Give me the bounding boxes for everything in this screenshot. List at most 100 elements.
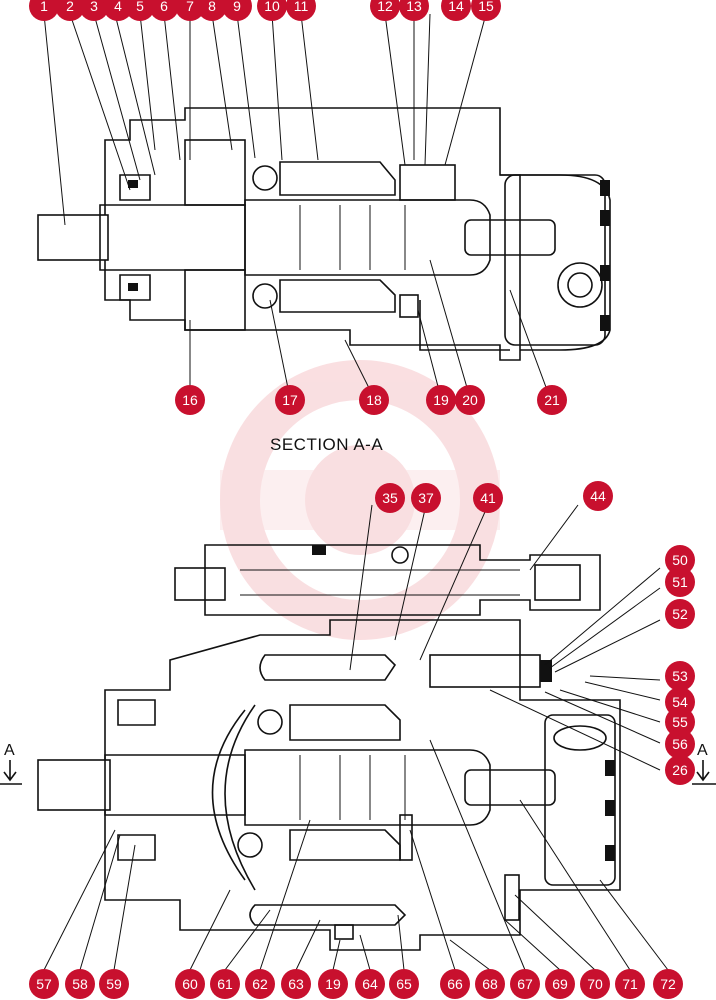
bottom-callout-56: 56 [665,729,695,759]
svg-text:66: 66 [447,976,463,992]
bottom-callout-61: 61 [210,969,240,999]
svg-text:59: 59 [106,976,122,992]
svg-text:60: 60 [182,976,198,992]
svg-text:52: 52 [672,606,688,622]
bottom-callout-44: 44 [583,481,613,511]
svg-text:51: 51 [672,574,688,590]
svg-text:44: 44 [590,488,606,504]
bottom-callout-53: 53 [665,661,695,691]
top-leader-lines [43,13,551,399]
bottom-section-drawing [37,544,621,951]
svg-text:18: 18 [366,392,382,408]
svg-text:19: 19 [433,392,449,408]
svg-text:55: 55 [672,714,688,730]
top-callout-10: 10 [257,0,287,21]
svg-text:13: 13 [406,0,422,14]
top-callout-2: 2 [55,0,85,21]
top-callout-15: 15 [471,0,501,21]
bottom-callout-51: 51 [665,567,695,597]
svg-text:12: 12 [377,0,393,14]
top-callout-16: 16 [175,385,205,415]
top-callout-13: 13 [399,0,429,21]
svg-text:58: 58 [72,976,88,992]
top-callout-21: 21 [537,385,567,415]
bottom-callout-70: 70 [580,969,610,999]
bottom-callout-26: 26 [665,755,695,785]
svg-text:61: 61 [217,976,233,992]
bottom-callout-66: 66 [440,969,470,999]
svg-text:70: 70 [587,976,603,992]
top-callout-3: 3 [79,0,109,21]
bottom-callout-50: 50 [665,545,695,575]
svg-text:6: 6 [160,0,168,14]
svg-text:20: 20 [462,392,478,408]
svg-text:5: 5 [136,0,144,14]
svg-text:A: A [4,742,15,759]
bottom-leader-lines [43,504,669,971]
svg-text:9: 9 [233,0,241,14]
svg-text:72: 72 [660,976,676,992]
bottom-callout-68: 68 [475,969,505,999]
svg-text:10: 10 [264,0,280,14]
svg-text:53: 53 [672,668,688,684]
svg-text:67: 67 [517,976,533,992]
top-callout-19: 19 [426,385,456,415]
svg-text:65: 65 [396,976,412,992]
svg-text:35: 35 [382,490,398,506]
top-callout-6: 6 [149,0,179,21]
top-section-drawing [37,107,611,361]
top-callout-5: 5 [125,0,155,21]
bottom-callout-52: 52 [665,599,695,629]
svg-text:56: 56 [672,736,688,752]
svg-text:17: 17 [282,392,298,408]
bottom-callout-41: 41 [473,483,503,513]
bottom-callout-35: 35 [375,483,405,513]
svg-text:50: 50 [672,552,688,568]
svg-text:26: 26 [672,762,688,778]
bottom-callout-55: 55 [665,707,695,737]
top-callout-11: 11 [286,0,316,21]
svg-text:15: 15 [478,0,494,14]
svg-text:68: 68 [482,976,498,992]
bottom-callout-37: 37 [411,483,441,513]
svg-text:21: 21 [544,392,560,408]
top-callout-20: 20 [455,385,485,415]
bottom-callout-57: 57 [29,969,59,999]
top-callout-17: 17 [275,385,305,415]
svg-text:A: A [697,742,708,759]
bottom-callout-65: 65 [389,969,419,999]
bottom-callout-19: 19 [318,969,348,999]
bottom-callout-63: 63 [281,969,311,999]
svg-text:41: 41 [480,490,496,506]
bottom-callout-60: 60 [175,969,205,999]
svg-text:69: 69 [552,976,568,992]
svg-text:37: 37 [418,490,434,506]
svg-text:3: 3 [90,0,98,14]
svg-text:57: 57 [36,976,52,992]
svg-text:16: 16 [182,392,198,408]
svg-text:8: 8 [208,0,216,14]
watermark-logo [220,360,500,640]
top-callout-8: 8 [197,0,227,21]
top-callout-14: 14 [441,0,471,21]
svg-text:19: 19 [325,976,341,992]
svg-text:4: 4 [114,0,122,14]
section-caption: SECTION A-A [270,435,383,454]
bottom-callout-69: 69 [545,969,575,999]
svg-text:64: 64 [362,976,378,992]
svg-text:14: 14 [448,0,464,14]
top-callout-18: 18 [359,385,389,415]
bottom-callout-72: 72 [653,969,683,999]
svg-text:54: 54 [672,694,688,710]
svg-text:63: 63 [288,976,304,992]
top-callout-12: 12 [370,0,400,21]
section-marker-right: A [692,742,716,785]
top-callout-1: 1 [29,0,59,21]
bottom-callout-67: 67 [510,969,540,999]
svg-text:2: 2 [66,0,74,14]
svg-text:11: 11 [294,0,309,14]
svg-text:1: 1 [40,0,48,14]
top-callout-9: 9 [222,0,252,21]
